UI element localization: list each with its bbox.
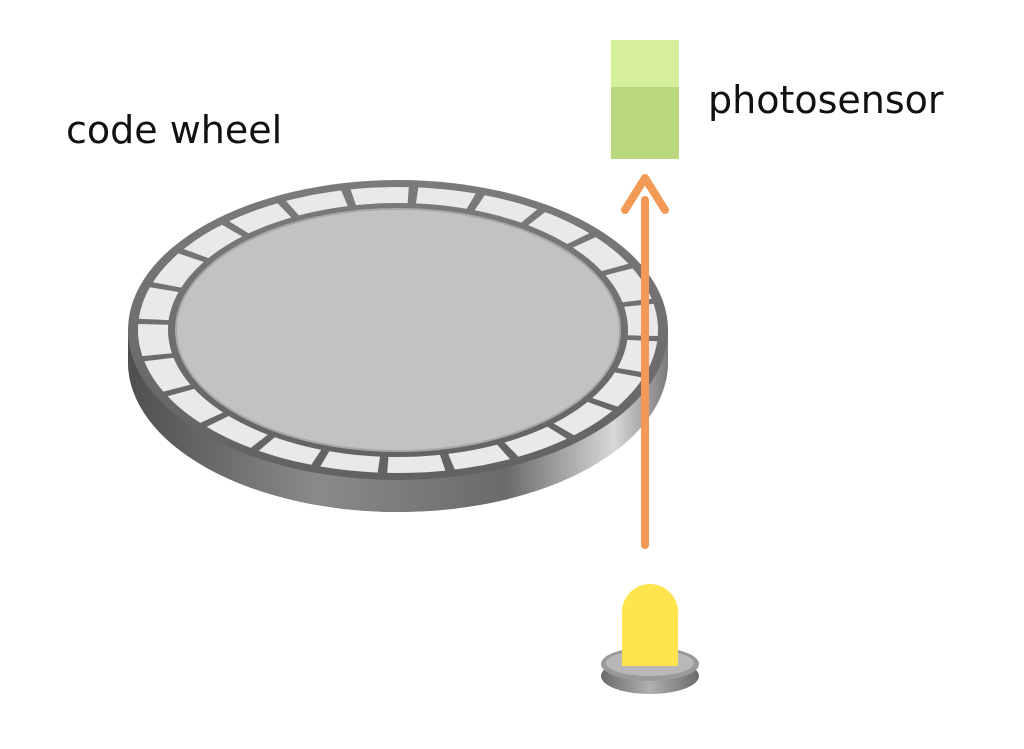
photosensor-label: photosensor: [708, 78, 944, 122]
code-wheel-slot: [416, 187, 476, 209]
code-wheel-label: code wheel: [66, 108, 282, 152]
code-wheel-slot: [553, 401, 613, 436]
code-wheel-face: [175, 208, 621, 452]
code-wheel-slot: [167, 388, 224, 423]
code-wheel-slot: [286, 190, 348, 216]
code-wheel-slot: [183, 224, 243, 259]
code-wheel: [128, 180, 668, 512]
light-beam: [621, 174, 669, 549]
code-wheel-slot: [144, 357, 191, 392]
code-wheel-slot: [605, 268, 652, 303]
code-wheel-slot: [474, 195, 538, 223]
code-wheel-slot: [504, 426, 567, 457]
code-wheel-slot: [258, 437, 322, 465]
code-wheel-slot: [138, 287, 179, 321]
code-wheel-slot: [152, 253, 204, 288]
led: [601, 584, 699, 694]
code-wheel-slot: [387, 454, 446, 473]
code-wheel-slots: [138, 187, 658, 473]
code-wheel-slot: [206, 416, 268, 448]
code-wheel-slot: [592, 372, 644, 407]
led-body: [622, 584, 678, 666]
photosensor: [611, 40, 679, 159]
code-wheel-slot: [528, 212, 590, 244]
code-wheel-slot: [229, 203, 292, 234]
photosensor-front-face: [611, 87, 679, 159]
light-beam-arrowhead: [621, 174, 669, 214]
code-wheel-slot: [138, 324, 172, 357]
code-wheel-slot: [350, 187, 409, 206]
photosensor-top-face: [611, 40, 679, 87]
code-wheel-slot: [572, 237, 629, 272]
code-wheel-slot: [320, 451, 380, 473]
code-wheel-slot: [448, 444, 510, 470]
